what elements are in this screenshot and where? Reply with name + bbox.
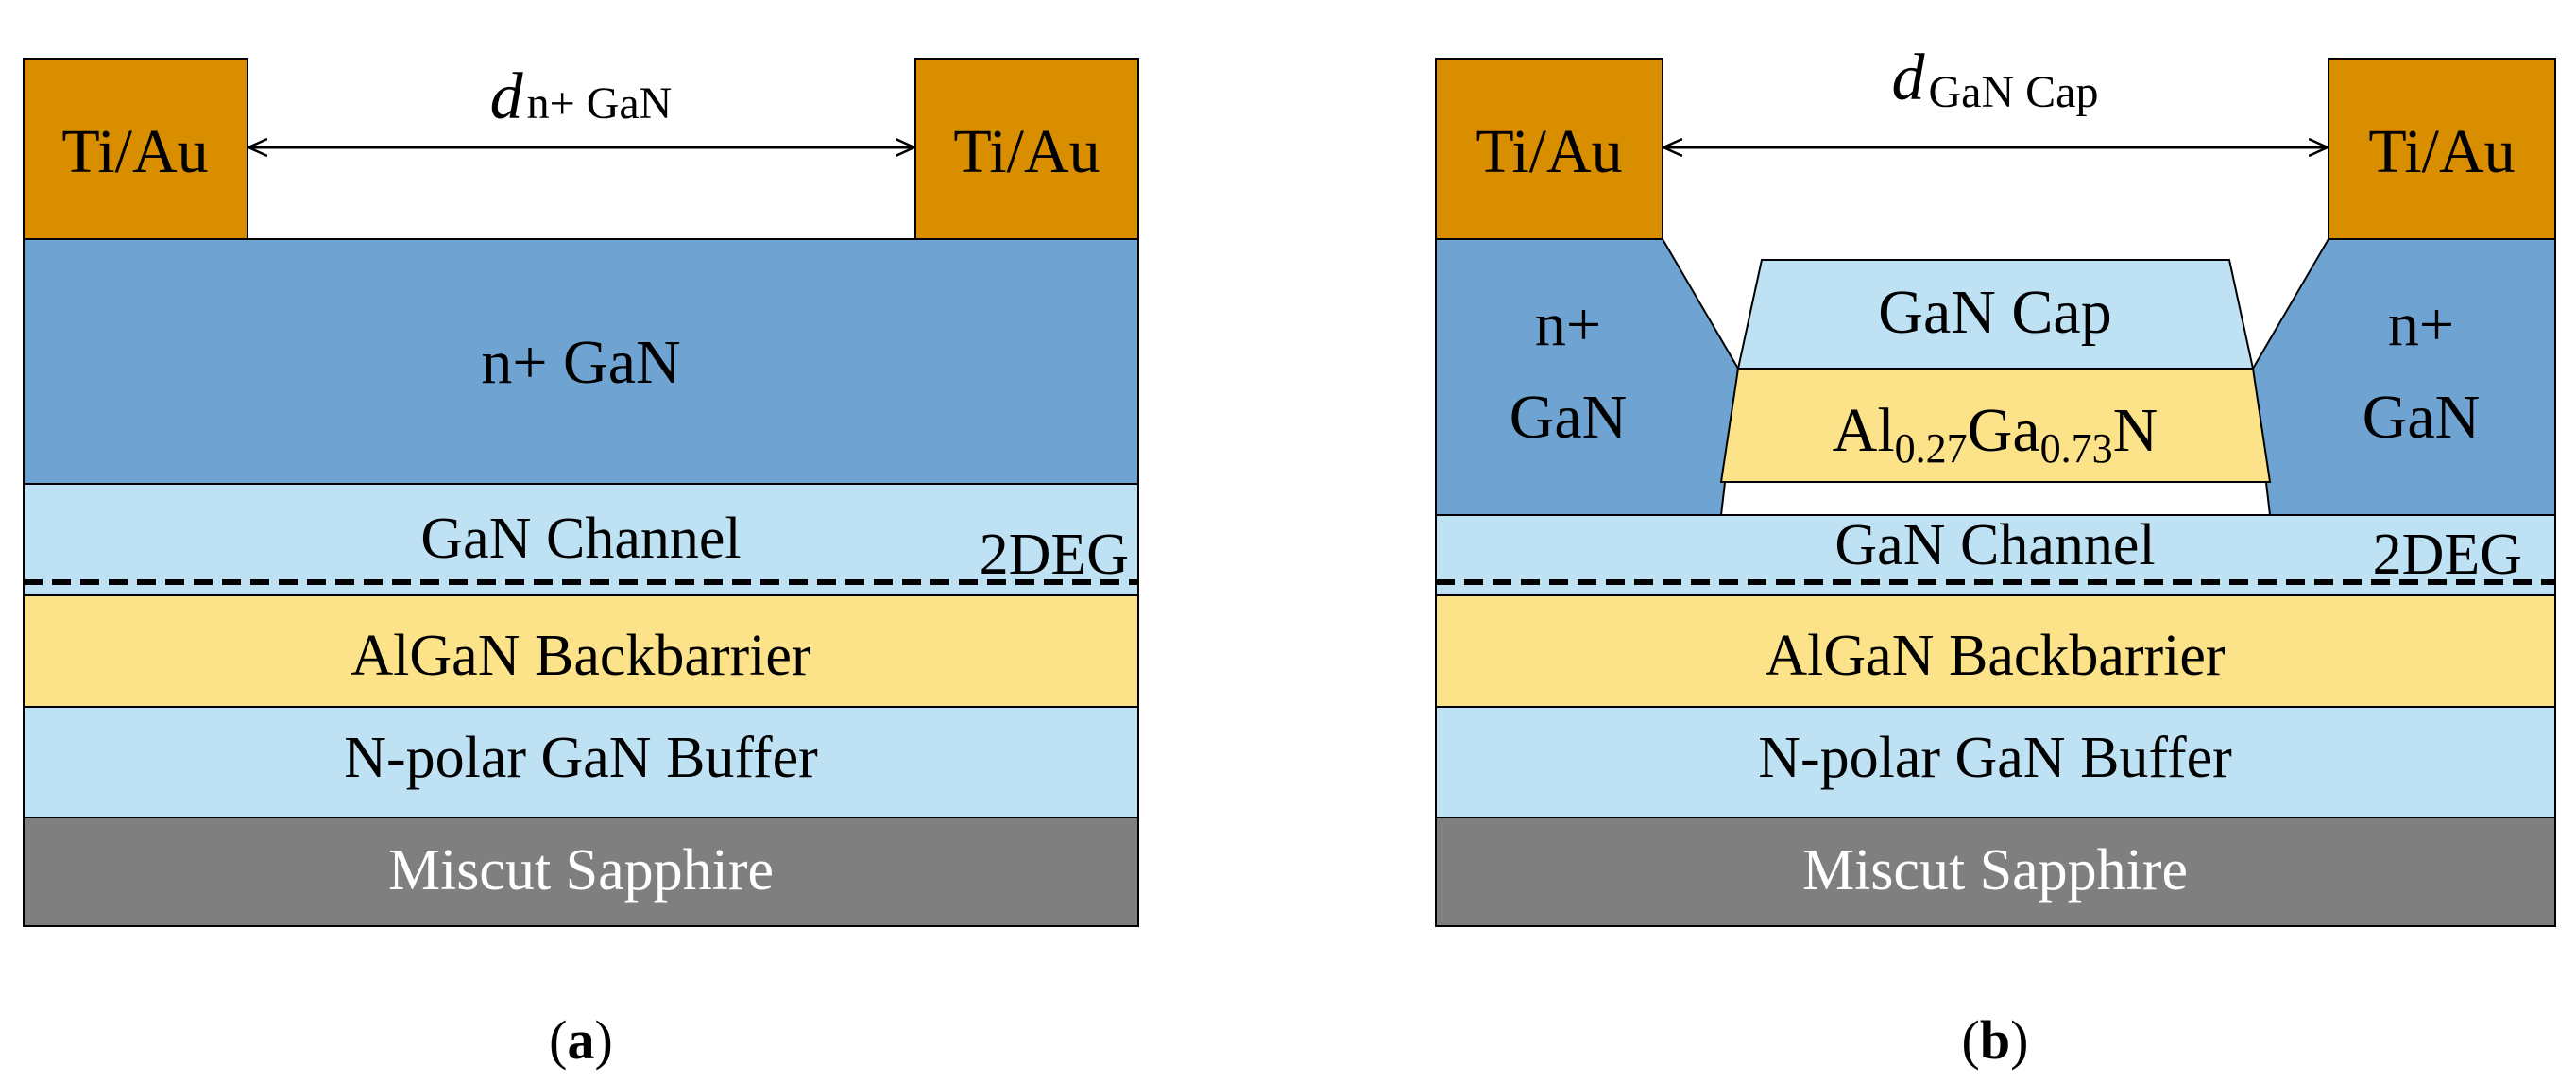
distance-subscript-a: n+ GaN (527, 78, 673, 129)
n-plus-gan-left-region-b (1435, 238, 1740, 516)
gan-channel-label-a: GaN Channel (420, 507, 741, 571)
panel-b: Miscut Sapphire N-polar GaN Buffer AlGaN… (1435, 42, 2556, 1071)
gan-channel-label-b: GaN Channel (1834, 513, 2155, 577)
caption-b-close: ) (2010, 1009, 2028, 1071)
ti-au-label-right-a: Ti/Au (953, 117, 1100, 186)
distance-label-a: dn+ GaN (490, 60, 673, 133)
caption-b-letter: b (1980, 1009, 2010, 1071)
n-plus-gan-label-a: n+ GaN (481, 328, 680, 397)
n-plus-gan-right-label-b: n+ GaN (2363, 290, 2481, 452)
ti-au-label-left-a: Ti/Au (61, 117, 208, 186)
algan-barrier-label-b: Al0.27Ga0.73N (1833, 396, 2158, 472)
distance-symbol-b: d (1892, 42, 1926, 114)
algan-al-sub-b: 0.27 (1895, 425, 1968, 472)
caption-a-open: ( (549, 1009, 567, 1071)
ti-au-label-right-b: Ti/Au (2368, 117, 2515, 186)
miscut-sapphire-label-a: Miscut Sapphire (388, 838, 774, 902)
ti-au-contact-right-a (914, 58, 1139, 240)
n-plus-gan-right-region-b (2251, 238, 2556, 516)
n-plus-gan-layer-a (23, 238, 1139, 485)
npolar-gan-buffer-label-a: N-polar GaN Buffer (344, 726, 818, 790)
n-plus-left-line1-b: n+ (1535, 290, 1601, 359)
ti-au-contact-right-b (2328, 58, 2556, 240)
n-plus-right-line1-b: n+ (2388, 290, 2454, 359)
npolar-gan-buffer-label-b: N-polar GaN Buffer (1758, 726, 2232, 790)
algan-backbarrier-label-a: AlGaN Backbarrier (350, 624, 811, 688)
panel-a: Miscut Sapphire N-polar GaN Buffer AlGaN… (23, 58, 1139, 1071)
caption-a: (a) (549, 1009, 613, 1071)
distance-label-b: dGaN Cap (1892, 42, 2099, 117)
n-plus-right-line2-b: GaN (2363, 383, 2481, 452)
algan-backbarrier-label-b: AlGaN Backbarrier (1765, 624, 2226, 688)
two-deg-label-a: 2DEG (980, 523, 1129, 587)
ti-au-label-left-b: Ti/Au (1476, 117, 1622, 186)
algan-ga-sub-b: 0.73 (2040, 425, 2113, 472)
caption-b-open: ( (1962, 1009, 1980, 1071)
n-plus-gan-left-label-b: n+ GaN (1510, 290, 1628, 452)
algan-backbarrier-layer-b (1435, 594, 2556, 708)
miscut-sapphire-layer-a (23, 817, 1139, 927)
ti-au-contact-left-b (1435, 58, 1663, 240)
algan-ga-b: Ga (1968, 396, 2040, 465)
caption-a-close: ) (595, 1009, 613, 1071)
two-deg-label-b: 2DEG (2373, 523, 2522, 587)
gan-cap-label-b: GaN Cap (1878, 278, 2111, 347)
caption-b: (b) (1962, 1009, 2029, 1071)
ti-au-contact-left-a (23, 58, 248, 240)
distance-symbol-a: d (490, 60, 524, 133)
algan-al-b: Al (1833, 396, 1895, 465)
gan-cap-region-b (1736, 259, 2255, 370)
gan-channel-layer-a (23, 483, 1139, 596)
caption-a-letter: a (568, 1009, 595, 1071)
miscut-sapphire-label-b: Miscut Sapphire (1802, 838, 2188, 902)
npolar-gan-buffer-layer-b (1435, 706, 2556, 818)
miscut-sapphire-layer-b (1435, 817, 2556, 927)
distance-subscript-b: GaN Cap (1929, 67, 2099, 117)
n-plus-left-line2-b: GaN (1510, 383, 1628, 452)
algan-n-b: N (2113, 396, 2158, 465)
npolar-gan-buffer-layer-a (23, 706, 1139, 818)
